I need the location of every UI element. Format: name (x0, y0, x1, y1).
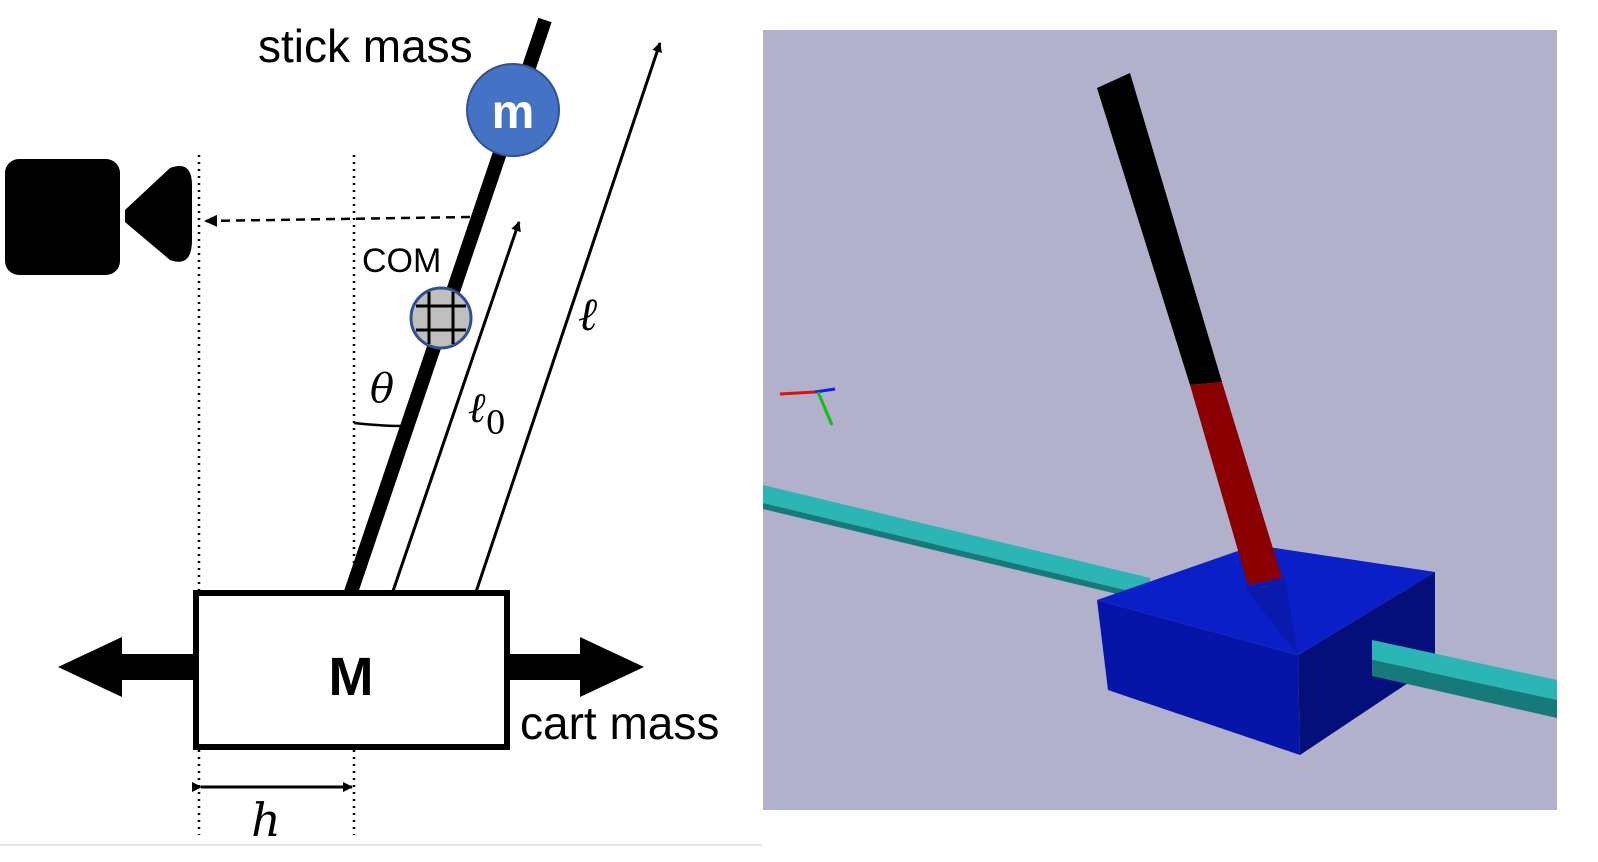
theta-label: θ (370, 366, 394, 412)
xyz-axes-icon (779, 387, 836, 426)
projection-arrow (204, 214, 471, 227)
video-camera-icon (5, 159, 192, 275)
com-label: COM (362, 242, 441, 280)
cart-3d (1097, 545, 1435, 755)
l-label: ℓ (578, 287, 598, 341)
l-dimension-arrow (467, 42, 662, 606)
l0-label: ℓ0 (468, 383, 506, 442)
simulation-panel (763, 30, 1557, 810)
arrow-left-icon (58, 637, 196, 697)
h-label: h (251, 793, 281, 847)
cart-rail-front (1372, 640, 1557, 718)
cart-symbol: M (329, 647, 374, 707)
schematic-panel: m COM θ ℓ0 ℓ stick mass M (0, 17, 762, 847)
com-marker (409, 286, 473, 350)
stick-mass-circle: m (466, 63, 560, 157)
cart-rail (763, 485, 1150, 602)
stick-mass-symbol: m (492, 86, 535, 139)
theta-arc (353, 421, 403, 428)
l0-label-base: ℓ (468, 383, 486, 432)
cart-mass-label: cart mass (520, 697, 719, 749)
arrow-right-icon (507, 637, 644, 697)
stick-mass-label: stick mass (258, 20, 473, 72)
l0-label-sub: 0 (486, 404, 506, 442)
pole-3d (1097, 73, 1282, 585)
